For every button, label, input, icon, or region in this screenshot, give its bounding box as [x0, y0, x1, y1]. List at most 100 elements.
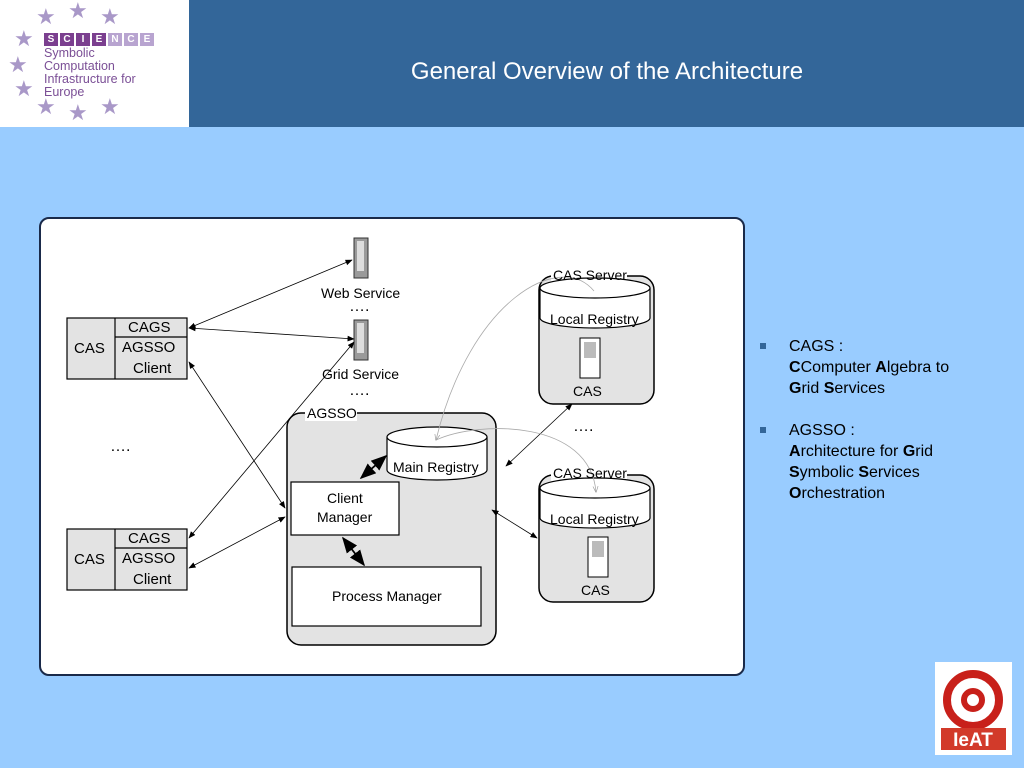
- cas-server2-registry: Local Registry: [550, 511, 639, 527]
- initial: S: [858, 464, 870, 481]
- arrow-agsso-casserver2: [491, 509, 538, 539]
- arrow-agsso-casserver1: [505, 403, 573, 467]
- logo-letter: E: [92, 33, 106, 46]
- legend-expansion-line: Orchestration: [789, 483, 949, 504]
- web-service-label: Web Service: [321, 285, 401, 301]
- client-ellipsis: ….: [110, 438, 131, 455]
- grid-service-label: Grid Service: [322, 366, 400, 382]
- initial: S: [789, 464, 800, 481]
- logo-line: Infrastructure for: [44, 72, 136, 86]
- cas-server1-registry: Local Registry: [550, 311, 639, 327]
- initial: C: [789, 359, 801, 376]
- word-rest: Computer: [800, 359, 876, 376]
- star-icon: ★: [68, 0, 88, 23]
- arrow-client1-agsso: [188, 361, 286, 509]
- word-rest: lgebra to: [886, 359, 950, 376]
- client-manager-label-2: Manager: [317, 509, 373, 525]
- logo-line: Computation: [44, 59, 115, 73]
- arrow-clientmgr-processmgr: [342, 536, 365, 567]
- cas-server2-cas: CAS: [581, 582, 610, 598]
- star-icon: ★: [14, 26, 34, 51]
- star-icon: ★: [68, 100, 88, 125]
- legend-expansion-line: Grid Services: [789, 378, 949, 399]
- word-rest: rchestration: [801, 485, 886, 502]
- main-registry-label: Main Registry: [393, 459, 479, 475]
- cas-server1-cas: CAS: [573, 383, 602, 399]
- word-rest: rid: [915, 443, 934, 460]
- process-manager-label: Process Manager: [332, 588, 442, 604]
- legend-item-cags: CAGS : CComputer Algebra to Grid Service…: [757, 336, 949, 399]
- logo-line: Symbolic: [44, 46, 95, 60]
- word-rest: ymbolic: [799, 464, 859, 481]
- star-icon: ★: [36, 4, 56, 29]
- cas-server1-label: CAS Server: [553, 267, 627, 283]
- sync-arc-registry-2: [435, 428, 596, 492]
- client2-client-label: Client: [133, 571, 172, 588]
- process-manager-box: [291, 566, 482, 627]
- logo-letter: S: [44, 33, 58, 46]
- client-manager-label-1: Client: [327, 490, 363, 506]
- client-box-2: [66, 528, 188, 591]
- legend-item-agsso: AGSSO : Architecture for Grid Symbolic S…: [757, 420, 949, 504]
- star-icon: ★: [8, 52, 28, 77]
- star-icon: ★: [100, 4, 120, 29]
- client1-cags-label: CAGS: [128, 319, 171, 336]
- client2-agsso-label: AGSSO: [122, 550, 176, 567]
- server-ellipsis: ….: [573, 418, 594, 435]
- star-icon: ★: [100, 94, 120, 119]
- logo-letter: C: [60, 33, 74, 46]
- header-bar: ★ ★ ★ ★ ★ ★ ★ ★ ★ S C I E N C E Symbolic…: [0, 0, 1024, 127]
- initial: G: [789, 380, 802, 397]
- client1-cas-label: CAS: [74, 340, 105, 357]
- word-rest: rchitecture for: [800, 443, 903, 460]
- legend-term: AGSSO :: [789, 422, 855, 439]
- initial: S: [823, 380, 835, 397]
- svg-text:IeAT: IeAT: [953, 730, 993, 751]
- logo-letter: E: [140, 33, 154, 46]
- arrow-client1-webservice: [188, 259, 353, 329]
- science-logo: ★ ★ ★ ★ ★ ★ ★ ★ ★ S C I E N C E Symbolic…: [0, 0, 189, 127]
- client1-agsso-label: AGSSO: [122, 339, 176, 356]
- sync-arc-registry-1: [436, 276, 595, 440]
- ieat-logo: IeAT: [935, 662, 1012, 755]
- bullet-square-icon: [760, 343, 766, 349]
- web-service-ellipsis: ….: [349, 298, 370, 315]
- science-wordmark: S C I E N C E: [44, 33, 154, 46]
- word-rest: ervices: [869, 464, 920, 481]
- legend-expansion-line: CComputer Algebra to: [789, 357, 949, 378]
- star-icon: ★: [14, 76, 34, 101]
- initial: A: [875, 359, 887, 376]
- initial: A: [789, 443, 801, 460]
- legend-expansion-line: Symbolic Services: [789, 462, 949, 483]
- client2-cas-label: CAS: [74, 551, 105, 568]
- server-icon: [353, 319, 369, 361]
- legend-expansion-line: Architecture for Grid: [789, 441, 949, 462]
- arrow-client1-gridservice: [188, 325, 355, 342]
- client1-client-label: Client: [133, 360, 172, 377]
- arrow-clientmgr-mainregistry: [359, 454, 388, 480]
- logo-letter: N: [108, 33, 122, 46]
- cas-server-1: [538, 268, 655, 405]
- star-icon: ★: [36, 94, 56, 119]
- cas-server-2: [538, 467, 655, 603]
- client2-cags-label: CAGS: [128, 530, 171, 547]
- client-box-1: [66, 317, 188, 380]
- acronym-legend: CAGS : CComputer Algebra to Grid Service…: [757, 336, 949, 525]
- slide-title: General Overview of the Architecture: [410, 58, 804, 85]
- legend-term: CAGS :: [789, 338, 844, 355]
- ieat-at-icon: IeAT: [941, 670, 1006, 751]
- word-rest: rid: [801, 380, 824, 397]
- logo-subtitle: Symbolic Computation Infrastructure for …: [44, 47, 136, 99]
- word-rest: ervices: [834, 380, 886, 397]
- cas-server2-label: CAS Server: [553, 465, 627, 481]
- logo-letter: I: [76, 33, 90, 46]
- bullet-square-icon: [760, 427, 766, 433]
- arrow-client2-gridservice: [188, 341, 355, 539]
- initial: O: [789, 485, 802, 502]
- agsso-label: AGSSO: [307, 405, 357, 421]
- arrow-client2-agsso: [188, 516, 286, 569]
- logo-letter: C: [124, 33, 138, 46]
- server-icon: [353, 237, 369, 279]
- initial: G: [902, 443, 916, 460]
